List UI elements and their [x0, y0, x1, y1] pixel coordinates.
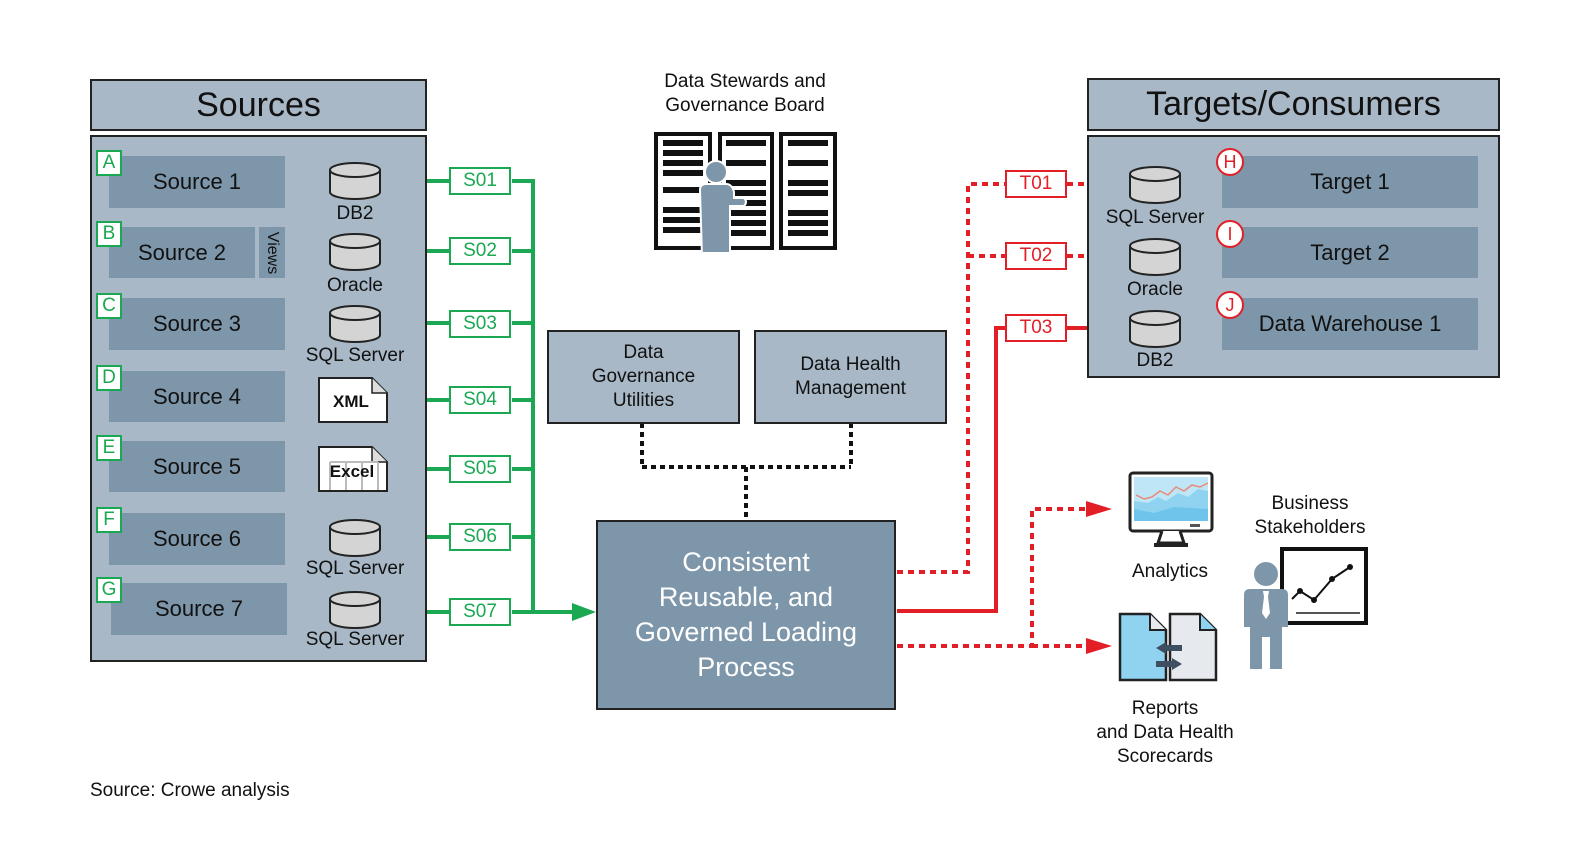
reports-documents-icon — [1118, 612, 1218, 682]
database-icon — [329, 162, 381, 200]
flow-tag-t03[interactable]: T03 — [1005, 314, 1067, 342]
excel-label: Excel — [329, 462, 375, 481]
target-flow-lines — [897, 182, 1104, 648]
flow-tag-s06[interactable]: S06 — [449, 523, 511, 551]
target-letter-badge: J — [1216, 291, 1244, 319]
store-label: SQL Server — [305, 558, 405, 579]
flow-tag-s02[interactable]: S02 — [449, 237, 511, 265]
flow-tag-t02[interactable]: T02 — [1005, 242, 1067, 270]
target-box-1[interactable]: Target 1 — [1222, 156, 1478, 208]
flow-tag-t01[interactable]: T01 — [1005, 170, 1067, 198]
target-box-3[interactable]: Data Warehouse 1 — [1222, 298, 1478, 350]
source-box-6[interactable]: Source 6 — [109, 513, 285, 565]
reports-label: Reports and Data Health Scorecards — [1096, 698, 1234, 767]
source-letter-badge: C — [96, 293, 122, 319]
store-label: Oracle — [327, 275, 383, 296]
database-icon — [1129, 310, 1181, 348]
data-health-management-box[interactable]: Data Health Management — [754, 330, 947, 424]
source-box-3[interactable]: Source 3 — [109, 298, 285, 350]
flow-tag-s03[interactable]: S03 — [449, 310, 511, 338]
source-label: Source 1 — [152, 169, 242, 194]
source-letter-badge: A — [96, 150, 122, 176]
analytics-monitor-icon — [1128, 471, 1214, 547]
source-box-2[interactable]: Source 2 — [109, 227, 255, 278]
store-label: SQL Server — [1105, 207, 1205, 228]
stakeholders-label: Business Stakeholders — [1254, 493, 1366, 538]
stewards-label: Data Stewards and Governance Board — [664, 71, 826, 116]
flow-tag-s07[interactable]: S07 — [449, 598, 511, 626]
excel-file-icon: Excel — [318, 446, 388, 492]
xml-file-icon: XML — [318, 377, 388, 423]
xml-label: XML — [333, 392, 369, 411]
source-label: Source 4 — [152, 383, 242, 409]
store-label: SQL Server — [305, 345, 405, 366]
source-label: Source 5 — [152, 453, 242, 479]
flow-tag-s04[interactable]: S04 — [449, 386, 511, 414]
sources-header: Sources — [90, 79, 427, 131]
store-label: Oracle — [1127, 279, 1183, 300]
source-box-4[interactable]: Source 4 — [109, 371, 285, 422]
target-label: Data Warehouse 1 — [1258, 311, 1442, 336]
database-icon — [1129, 166, 1181, 204]
source-label: Source 6 — [152, 526, 242, 551]
targets-header: Targets/Consumers — [1087, 78, 1500, 131]
flow-tag-s01[interactable]: S01 — [449, 167, 511, 195]
views-label: Views — [264, 231, 282, 274]
store-label: DB2 — [336, 203, 374, 224]
database-icon — [329, 591, 381, 629]
governance-utilities-box[interactable]: Data Governance Utilities — [547, 330, 740, 424]
source-letter-badge: G — [96, 577, 122, 603]
green-arrowhead — [572, 603, 596, 621]
source-box-1[interactable]: Source 1 — [109, 156, 285, 208]
target-box-2[interactable]: Target 2 — [1222, 227, 1478, 278]
target-letter-badge: I — [1216, 220, 1244, 248]
target-line-dotted — [897, 182, 1006, 574]
source-label: Source 2 — [137, 239, 227, 265]
source-label: Source 7 — [154, 596, 244, 621]
source-label: Source 3 — [152, 311, 242, 336]
database-icon — [329, 305, 381, 343]
governance-connectors — [640, 423, 853, 520]
source-box-5[interactable]: Source 5 — [109, 441, 285, 492]
source-letter-badge: E — [96, 435, 122, 461]
analytics-label: Analytics — [1131, 561, 1209, 582]
analytics-line — [897, 507, 1090, 648]
store-label: DB2 — [1136, 350, 1174, 371]
database-icon — [329, 233, 381, 271]
loading-process-box[interactable]: Consistent Reusable, and Governed Loadin… — [596, 520, 896, 710]
source-note: Source: Crowe analysis — [90, 780, 290, 801]
target-line-solid — [897, 326, 1006, 613]
target-label: Target 1 — [1310, 169, 1390, 194]
target-label: Target 2 — [1310, 239, 1390, 265]
database-icon — [329, 519, 381, 557]
source-letter-badge: D — [96, 365, 122, 391]
source-box-7[interactable]: Source 7 — [111, 583, 287, 635]
server-rack-steward-icon — [654, 132, 837, 252]
business-stakeholder-presenter-icon — [1244, 547, 1368, 669]
store-label: SQL Server — [305, 629, 405, 650]
source-letter-badge: B — [96, 221, 122, 247]
views-box: Views — [259, 227, 285, 278]
flow-tag-s05[interactable]: S05 — [449, 455, 511, 483]
source-letter-badge: F — [96, 507, 122, 533]
target-letter-badge: H — [1216, 148, 1244, 176]
database-icon — [1129, 238, 1181, 276]
